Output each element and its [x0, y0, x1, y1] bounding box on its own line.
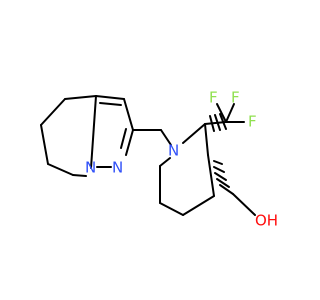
bond-pip-g	[159, 157, 171, 167]
bond-fusion	[90, 95, 97, 169]
wedge-ch2oh-d	[216, 178, 230, 188]
wedge-ch2oh-b	[213, 166, 225, 173]
atom-label-n-azo: N	[112, 159, 123, 177]
wedge-cf3-hash-c	[219, 113, 227, 130]
wedge-cf3-hash-a	[209, 115, 215, 132]
wedge-ch2oh-e	[219, 184, 234, 195]
bond-ring-e	[72, 174, 87, 177]
structure-diagram: N N N F F F OH	[40, 89, 278, 230]
bonds	[40, 95, 256, 216]
atom-label-f-right: F	[248, 113, 257, 131]
bond-pip-c	[207, 154, 215, 197]
bond-pyrazole-c-inner	[120, 128, 127, 149]
bond-pyrazole-c	[125, 129, 134, 156]
wedge-ch2oh-a	[213, 160, 223, 165]
bond-pyrazole-a	[95, 95, 125, 100]
atom-label-oh: OH	[255, 212, 278, 230]
bond-pip-d	[182, 195, 215, 216]
atom-label-f-top-left: F	[209, 89, 218, 107]
bond-cf-top-right	[225, 103, 235, 123]
atom-label-n-piperidine: N	[168, 142, 179, 160]
bond-pip-b	[204, 123, 209, 156]
bond-pyrazole-a-inner	[99, 102, 122, 106]
bond-ring-b	[64, 95, 97, 100]
bond-cf-top-left	[216, 103, 227, 123]
bond-ring-a	[40, 98, 66, 126]
bond-pip-e	[159, 202, 184, 216]
bond-ring-d	[47, 163, 74, 176]
bond-methylene-b	[160, 129, 172, 146]
bond-ch2-oh	[232, 193, 256, 216]
bond-ring-c	[40, 124, 49, 165]
atom-label-n-bridge: N	[85, 159, 96, 177]
atom-labels: N N N F F F OH	[85, 89, 278, 230]
bond-pyrazole-b	[123, 98, 134, 131]
wedge-ch2oh-c	[214, 172, 227, 181]
bond-pip-a	[182, 123, 206, 144]
atom-label-f-top-right: F	[231, 89, 240, 107]
wedge-cf3-hash-b	[214, 114, 221, 131]
